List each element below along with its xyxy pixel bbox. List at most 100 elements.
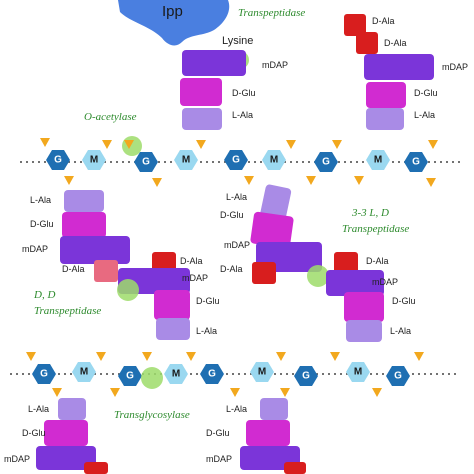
sugar-g: G — [386, 366, 410, 386]
sugar-m: M — [72, 362, 96, 382]
dd-crosslink-spot — [117, 279, 139, 301]
residue-label-d-glu: D-Glu — [22, 428, 46, 438]
residue-block-l-ala — [182, 108, 222, 130]
enzyme-o-acetylase: O-acetylase — [84, 111, 137, 123]
sugar-m-label: M — [354, 367, 362, 378]
residue-label-l-ala: L-Ala — [390, 326, 411, 336]
residue-label-l-ala: L-Ala — [232, 110, 253, 120]
ipp-label: Ipp — [162, 3, 183, 20]
sugar-g-label: G — [394, 371, 402, 382]
sugar-m-label: M — [270, 155, 278, 166]
sugar-m: M — [250, 362, 274, 382]
residue-label-d-ala: D-Ala — [372, 16, 395, 26]
residue-block-d-glu — [180, 78, 222, 106]
residue-block-d-ala — [344, 14, 366, 36]
residue-label-l-ala: L-Ala — [28, 404, 49, 414]
residue-block-d-glu — [250, 211, 294, 249]
sugar-g-label: G — [142, 157, 150, 168]
sugar-g: G — [294, 366, 318, 386]
ipp-protein — [118, 0, 230, 46]
residue-block-l-ala — [156, 318, 190, 340]
residue-block-d-ala — [94, 260, 118, 282]
residue-block-l-ala — [58, 398, 86, 420]
residue-block-l-ala — [260, 398, 288, 420]
lysine-label: Lysine — [222, 35, 253, 47]
residue-block-l-ala — [346, 320, 382, 342]
residue-label-d-ala: D-Ala — [220, 264, 243, 274]
residue-label-l-ala: L-Ala — [196, 326, 217, 336]
residue-label-mdap: mDAP — [4, 454, 30, 464]
residue-label-d-glu: D-Glu — [206, 428, 230, 438]
residue-block-l-ala — [366, 108, 404, 130]
residue-label-d-glu: D-Glu — [220, 210, 244, 220]
residue-block-d-ala — [84, 462, 108, 474]
residue-label-l-ala: L-Ala — [30, 195, 51, 205]
residue-label-d-glu: D-Glu — [232, 88, 256, 98]
ld-crosslink-spot — [307, 265, 329, 287]
sugar-m-label: M — [374, 155, 382, 166]
acetyl-groups-lower — [26, 352, 424, 397]
residue-block-mdap — [36, 446, 96, 470]
residue-label-l-ala: L-Ala — [226, 192, 247, 202]
residue-label-d-ala: D-Ala — [180, 256, 203, 266]
enzyme-dd-transpeptidase-line1: D, D — [33, 289, 55, 301]
residue-block-d-glu — [246, 420, 290, 446]
sugar-g-label: G — [232, 155, 240, 166]
residue-label-mdap: mDAP — [182, 273, 208, 283]
sugar-m: M — [346, 362, 370, 382]
residue-block-d-ala — [334, 252, 358, 274]
sugar-g-label: G — [126, 371, 134, 382]
enzyme-transglycosylase: Transglycosylase — [114, 409, 190, 421]
sugar-g-label: G — [322, 157, 330, 168]
residue-label-mdap: mDAP — [372, 277, 398, 287]
sugar-g-label: G — [412, 157, 420, 168]
sugar-g: G — [314, 152, 338, 172]
sugar-g: G — [134, 152, 158, 172]
residue-block-d-ala — [284, 462, 306, 474]
residue-block-mdap — [364, 54, 434, 80]
sugar-g: G — [404, 152, 428, 172]
residue-block-d-ala — [252, 262, 276, 284]
residue-block-mdap — [60, 236, 130, 264]
residue-label-d-glu: D-Glu — [392, 296, 416, 306]
enzyme-ld-transpeptidase-line1: 3-3 L, D — [351, 207, 389, 219]
residue-block-d-glu — [62, 212, 106, 238]
residue-label-d-ala: D-Ala — [366, 256, 389, 266]
residue-block-mdap — [326, 270, 384, 296]
sugar-g: G — [200, 364, 224, 384]
acetyl-groups-upper — [40, 138, 438, 187]
enzyme-ld-transpeptidase-line2: Transpeptidase — [342, 223, 409, 235]
residue-label-d-glu: D-Glu — [414, 88, 438, 98]
enzyme-dd-transpeptidase-line2: Transpeptidase — [34, 305, 101, 317]
residue-label-mdap: mDAP — [442, 62, 468, 72]
residue-label-d-glu: D-Glu — [30, 219, 54, 229]
transglycosylase-spot — [141, 367, 163, 389]
sugar-m: M — [174, 150, 198, 170]
residue-block-mdap — [182, 50, 246, 76]
sugar-m-label: M — [258, 367, 266, 378]
residue-label-mdap: mDAP — [22, 244, 48, 254]
residue-block-d-glu — [154, 290, 190, 320]
sugar-g: G — [32, 364, 56, 384]
residue-block-l-ala — [64, 190, 104, 212]
residue-block-d-glu — [366, 82, 406, 108]
residue-label-l-ala: L-Ala — [226, 404, 247, 414]
sugar-g-label: G — [208, 369, 216, 380]
residue-label-d-ala: D-Ala — [384, 38, 407, 48]
sugar-g-label: G — [54, 155, 62, 166]
residue-block-d-glu — [44, 420, 88, 446]
sugar-g: G — [118, 366, 142, 386]
sugar-m-label: M — [80, 367, 88, 378]
sugar-g-label: G — [302, 371, 310, 382]
sugar-m-label: M — [90, 155, 98, 166]
residue-label-l-ala: L-Ala — [414, 110, 435, 120]
sugar-g-label: G — [40, 369, 48, 380]
residue-label-mdap: mDAP — [224, 240, 250, 250]
sugar-m-label: M — [182, 155, 190, 166]
sugar-m: M — [366, 150, 390, 170]
residue-block-d-ala — [356, 32, 378, 54]
residue-label-mdap: mDAP — [262, 60, 288, 70]
residue-label-d-ala: D-Ala — [62, 264, 85, 274]
